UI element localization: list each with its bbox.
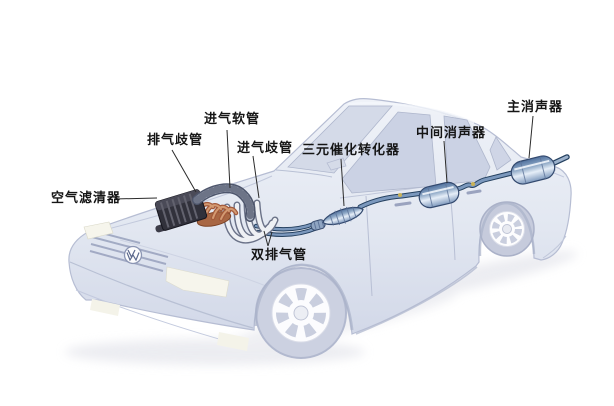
label-dual-exhaust-pipe: 双排气管 bbox=[251, 247, 308, 262]
left-headlight bbox=[83, 221, 114, 240]
label-exhaust-manifold: 排气歧管 bbox=[147, 132, 204, 147]
flex-joint bbox=[310, 219, 326, 231]
catalytic-converter-part bbox=[322, 206, 364, 226]
label-air-filter: 空气滤清器 bbox=[51, 190, 122, 205]
front-door-window bbox=[341, 111, 437, 194]
label-main-muffler: 主消声器 bbox=[507, 99, 564, 114]
main-muffler-part bbox=[510, 155, 556, 185]
right-headlight bbox=[165, 266, 230, 298]
exhaust-system bbox=[154, 154, 570, 244]
front-details bbox=[83, 221, 249, 351]
label-intake-manifold: 进气歧管 bbox=[237, 140, 294, 155]
label-middle-muffler: 中间消声器 bbox=[416, 125, 487, 140]
quarter-window bbox=[489, 136, 512, 171]
leader-air-filter bbox=[113, 197, 158, 200]
door-handle bbox=[466, 189, 482, 195]
leader-exhaust-manifold bbox=[171, 149, 197, 193]
leader-dual-exhaust bbox=[263, 230, 269, 247]
leader-lines bbox=[113, 115, 534, 247]
leader-dual-exhaust bbox=[267, 231, 273, 247]
label-catalytic-converter: 三元催化转化器 bbox=[302, 142, 401, 157]
leader-intake-manifold bbox=[252, 155, 260, 199]
pipe-hanger bbox=[471, 182, 475, 186]
door-handle bbox=[394, 201, 412, 207]
leader-intake-hose bbox=[226, 129, 231, 189]
tailpipe bbox=[550, 155, 569, 166]
leader-catalytic-converter bbox=[340, 158, 345, 207]
intake-hose-part bbox=[192, 183, 256, 222]
bumper-light bbox=[90, 299, 120, 316]
vw-logo-icon bbox=[123, 245, 143, 265]
middle-muffler-part bbox=[418, 181, 460, 209]
front-wheel bbox=[254, 263, 354, 359]
leader-main-muffler bbox=[528, 115, 534, 159]
pipe-hanger bbox=[398, 193, 402, 197]
leader-middle-muffler bbox=[443, 140, 448, 184]
car-windows bbox=[287, 105, 512, 194]
bumper-light bbox=[217, 332, 249, 351]
label-intake-hose: 进气软管 bbox=[204, 111, 261, 126]
rear-wheel bbox=[478, 201, 536, 257]
rear-door-window bbox=[443, 115, 491, 185]
windshield bbox=[287, 105, 393, 174]
